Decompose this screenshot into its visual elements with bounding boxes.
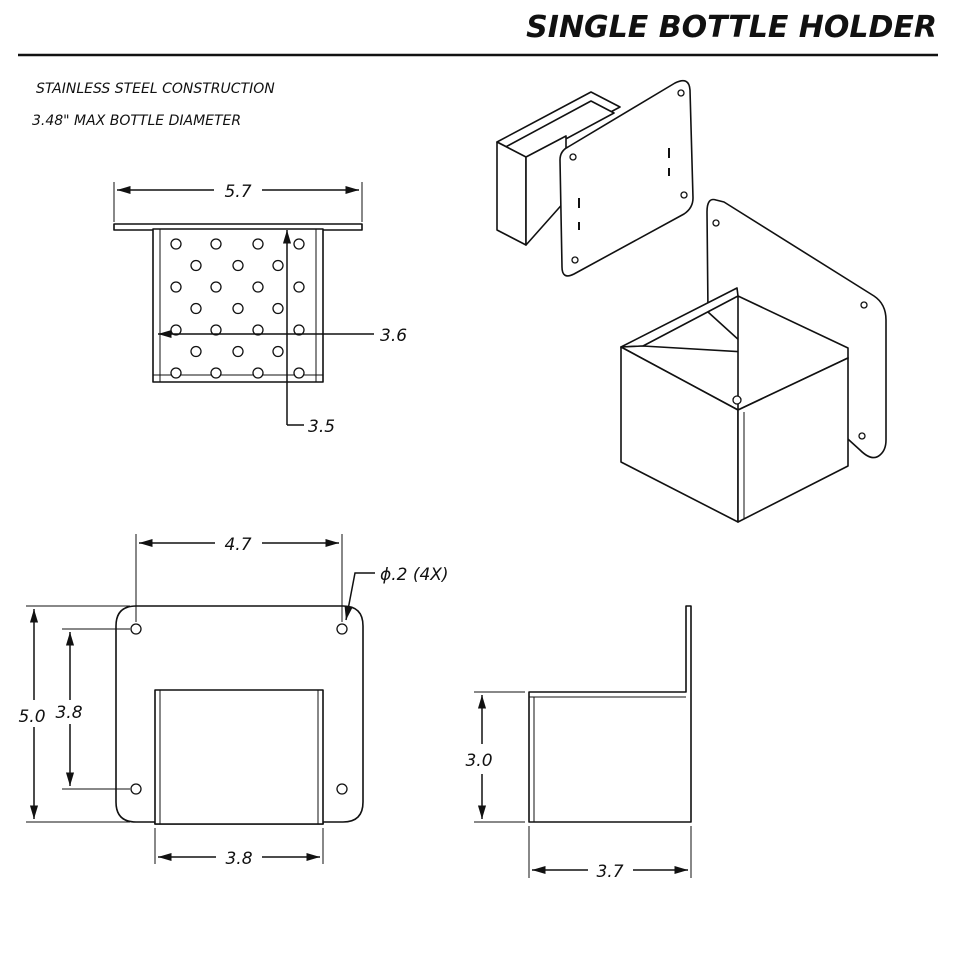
perforation-hole [272,302,284,315]
note-material: STAINLESS STEEL CONSTRUCTION [36,81,275,97]
hole-callout: ϕ.2 (4X) [380,565,449,585]
perforation-hole [210,324,222,336]
mount-hole [130,623,142,635]
perforation-hole [170,238,182,250]
side-height-dim: 3.0 [465,751,492,771]
perforation-hole [252,324,264,336]
top-view-slot-dim: 3.6 [380,326,407,346]
perforation-hole [272,259,284,272]
drawing-title: SINGLE BOTTLE HOLDER [526,10,937,45]
perforation-hole [232,302,244,315]
side-view-profile [528,605,692,823]
top-view: 5.7 3.6 3.5 [113,182,407,437]
perforation-hole [190,302,202,315]
overall-height-dim: 5.0 [18,707,45,727]
perforation-hole [210,238,222,250]
perforation-hole [170,281,182,293]
perforation-hole [252,281,264,293]
perforation-hole [293,281,305,293]
perforation-hole [232,259,244,272]
perforation-hole [252,367,264,379]
iso-back-plate [559,79,694,277]
note-bottle-diameter: 3.48" MAX BOTTLE DIAMETER [32,113,241,129]
mount-hole [336,783,348,795]
side-view: 3.0 3.7 [465,605,692,882]
perforation-hole [210,367,222,379]
perforation-hole [190,259,202,272]
front-view-pocket [154,689,324,825]
perforation-holes [170,238,305,379]
perforation-hole [252,238,264,250]
perforation-hole [272,345,284,358]
top-view-depth-dim: 3.5 [308,417,335,437]
iso-view-front [620,198,887,523]
perforation-hole [293,324,305,336]
iso-view-back [496,79,694,277]
hole-spacing-dim: 4.7 [224,535,251,555]
front-view: 4.7 ϕ.2 (4X) 5.0 3.8 3.8 [18,534,449,869]
pocket-width-dim: 3.8 [225,849,252,869]
top-view-width-dim: 5.7 [224,182,251,202]
perforation-hole [293,367,305,379]
perforation-hole [232,345,244,358]
perforation-hole [190,345,202,358]
perforation-hole [293,238,305,250]
perforation-hole [170,367,182,379]
vertical-hole-dim: 3.8 [55,703,82,723]
side-depth-dim: 3.7 [596,862,623,882]
mount-hole [130,783,142,795]
perforation-hole [210,281,222,293]
mount-hole [336,623,348,635]
